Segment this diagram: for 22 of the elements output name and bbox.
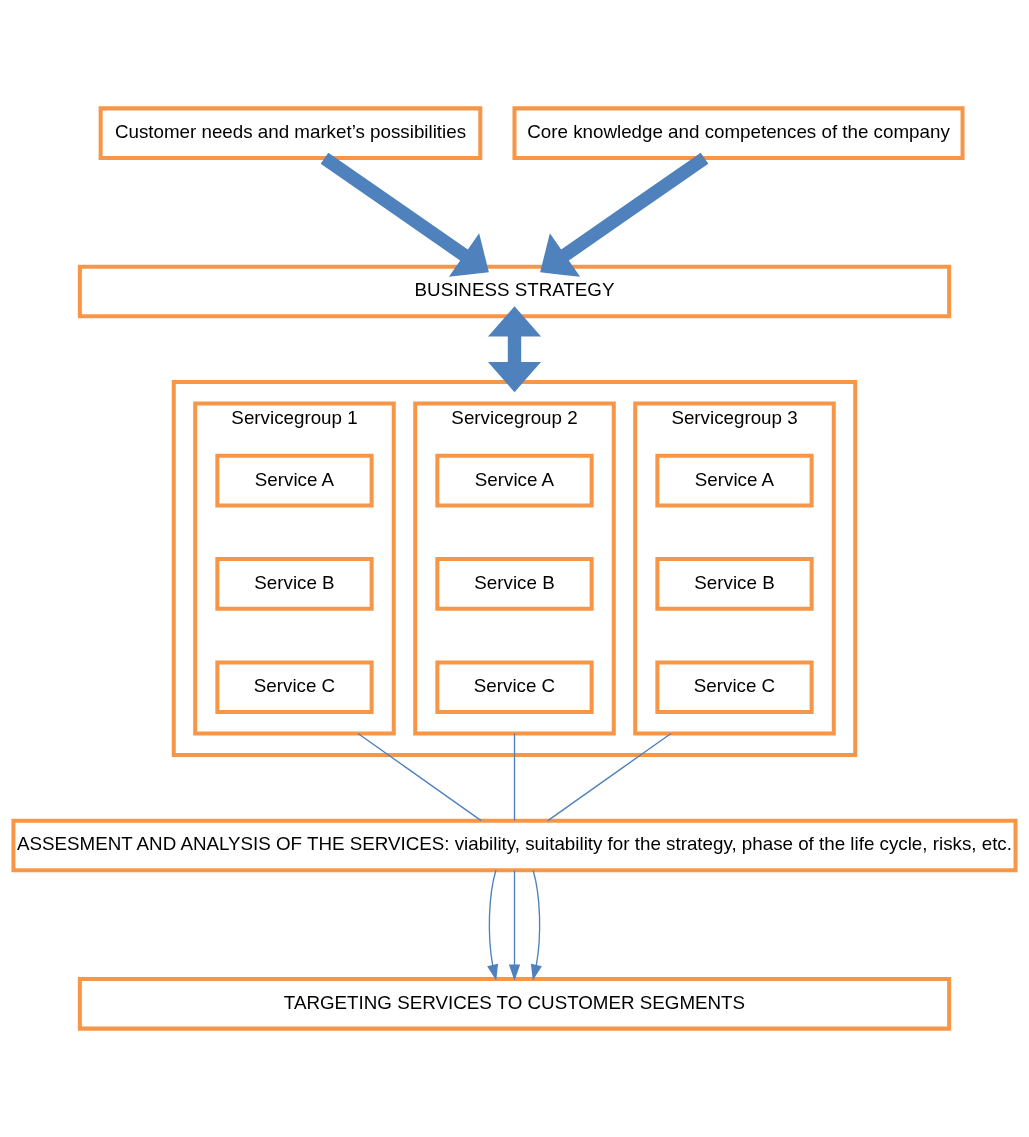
node-box: Service B	[215, 557, 374, 611]
arrow	[508, 869, 521, 981]
node-box: Service A	[215, 453, 374, 508]
node-box: TARGETING SERVICES TO CUSTOMER SEGMENTS	[77, 977, 952, 1031]
arrow	[487, 306, 542, 393]
node-box: BUSINESS STRATEGY	[77, 264, 952, 319]
node-box: Customer needs and market’s possibilities	[98, 106, 483, 160]
arrow	[530, 869, 542, 981]
arrow	[487, 869, 499, 981]
node-box: Service C	[655, 660, 814, 715]
node-box: Service A	[435, 453, 594, 508]
node-box: Service B	[655, 557, 814, 611]
arrow	[540, 152, 709, 277]
node-box: Service A	[655, 453, 814, 508]
node-box: Service C	[215, 660, 374, 715]
node-box: Core knowledge and competences of the company	[512, 106, 965, 160]
cluster	[171, 380, 858, 757]
node-box: ASSESMENT AND ANALYSIS OF THE SERVICES: viability, suitability for the strategy, phase of the life cycle, risks, etc.	[11, 818, 1018, 873]
node-box: Service B	[435, 557, 594, 611]
arrow	[320, 152, 489, 277]
node-box: Service C	[435, 660, 594, 715]
connector	[513, 732, 516, 821]
